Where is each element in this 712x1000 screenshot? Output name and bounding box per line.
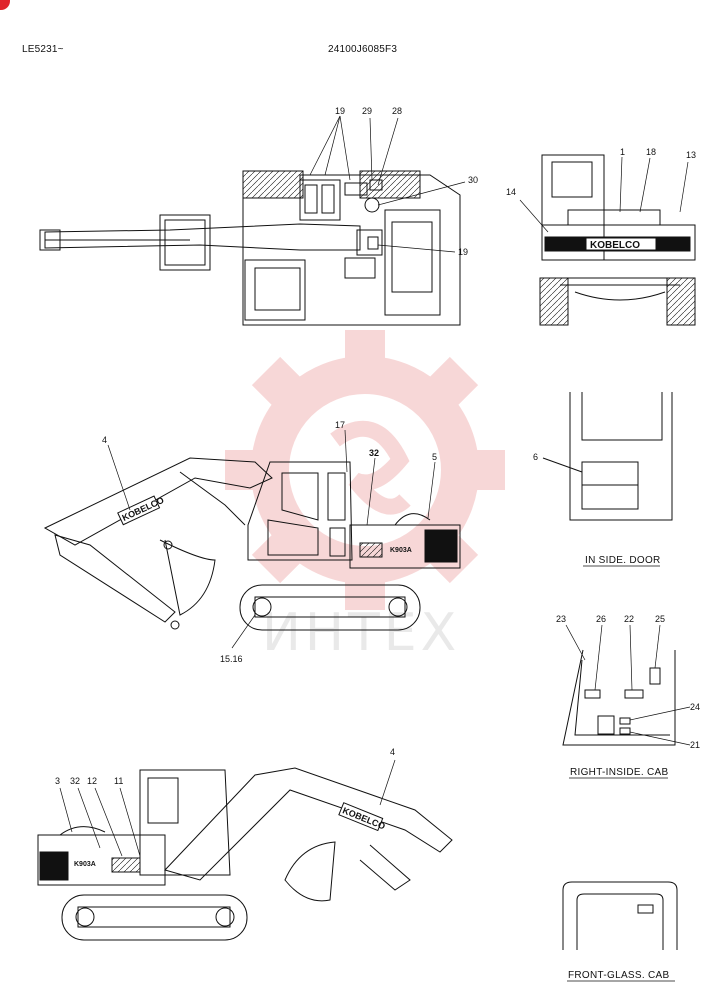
callout-6: 6 (533, 452, 538, 462)
inside-door-view (542, 392, 673, 521)
callout-32-right: 32 (70, 776, 80, 786)
top-view (39, 170, 461, 326)
right-model-badge: K903A (74, 861, 96, 868)
callout-12: 12 (87, 776, 97, 786)
callout-14: 14 (506, 187, 516, 197)
callout-21: 21 (690, 740, 700, 750)
callout-1: 1 (620, 147, 625, 157)
callout-4-left: 4 (102, 435, 107, 445)
callout-5: 5 (432, 452, 437, 462)
callout-25: 25 (655, 614, 665, 624)
callout-29: 29 (362, 106, 372, 116)
callout-28: 28 (392, 106, 402, 116)
callout-3: 3 (55, 776, 60, 786)
drawing-range-code: LE5231~ (22, 44, 64, 55)
callout-11: 11 (114, 776, 123, 786)
callout-30: 30 (468, 175, 478, 185)
callout-22: 22 (624, 614, 634, 624)
corner-badge (0, 0, 10, 10)
right-side-callouts (59, 759, 396, 857)
inside-door-caption: IN SIDE. DOOR (585, 555, 661, 566)
front-glass-cab-view (562, 881, 678, 950)
left-side-callouts (107, 429, 436, 649)
right-inside-cab-callouts (565, 624, 691, 746)
callout-26: 26 (596, 614, 606, 624)
watermark: ИНТЕХ (225, 330, 505, 663)
top-view-callouts (309, 115, 466, 253)
watermark-text: ИНТЕХ (262, 603, 460, 663)
callout-19-house: 19 (458, 247, 468, 257)
left-side-view (43, 457, 461, 631)
callout-23: 23 (556, 614, 566, 624)
drawing-part-number: 24100J6085F3 (328, 44, 398, 55)
callout-15-16: 15.16 (220, 654, 243, 664)
callout-13: 13 (686, 150, 696, 160)
callout-32-left: 32 (369, 448, 379, 458)
rear-view-callouts (519, 156, 689, 233)
right-inside-cab-view (562, 649, 676, 746)
rear-brand-logo: KOBELCO (590, 240, 640, 251)
callout-4-right: 4 (390, 747, 395, 757)
callout-19-top: 19 (335, 106, 345, 116)
rear-view (539, 154, 696, 326)
right-inside-cab-caption: RIGHT-INSIDE. CAB (570, 767, 668, 778)
front-glass-cab-caption: FRONT-GLASS. CAB (568, 970, 670, 981)
left-model-badge: K903A (390, 547, 412, 554)
callout-17: 17 (335, 420, 345, 430)
right-side-view (37, 767, 453, 941)
callout-24: 24 (690, 702, 700, 712)
callout-18: 18 (646, 147, 656, 157)
